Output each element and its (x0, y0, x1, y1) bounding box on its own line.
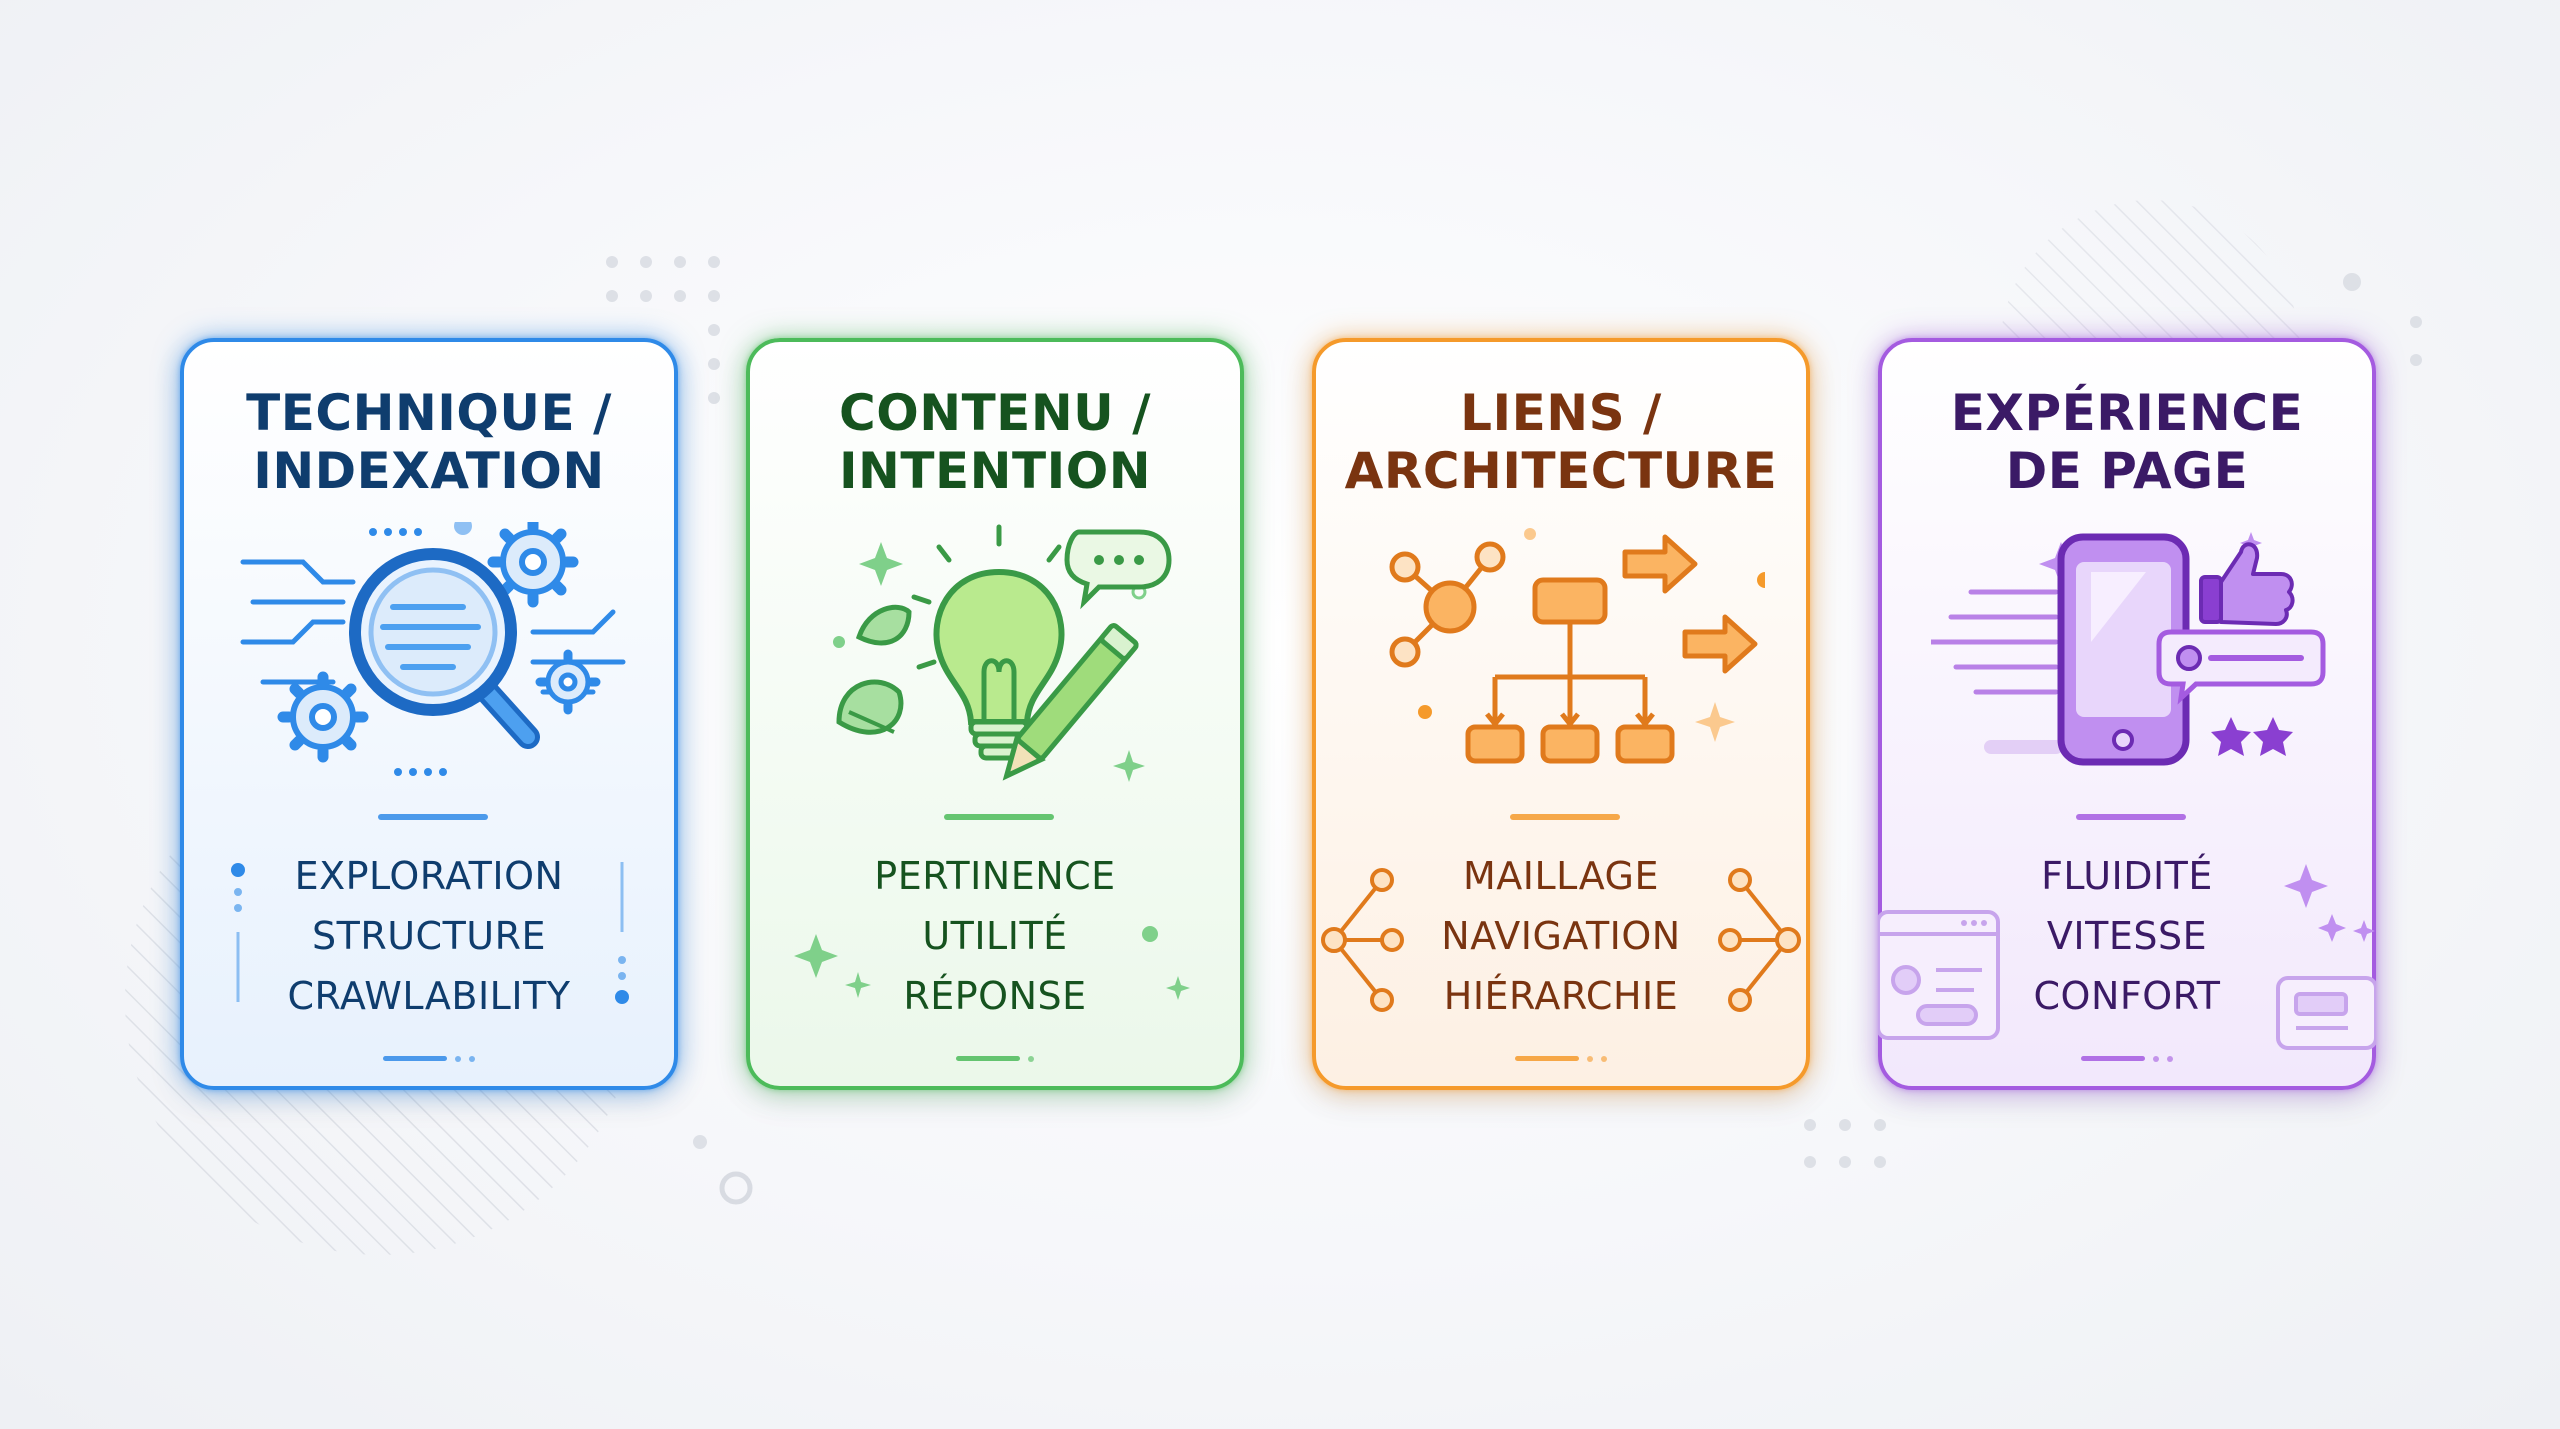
sitemap-icon (1485, 620, 1655, 729)
card-title-line2: ARCHITECTURE (1344, 442, 1778, 500)
card-liens: LIENS / ARCHITECTURE (1312, 338, 1810, 1090)
footer-dot (1601, 1055, 1607, 1062)
card-footer (1316, 1048, 1806, 1062)
keyword: CRAWLABILITY (287, 974, 571, 1018)
keyword: VITESSE (2046, 914, 2208, 958)
arrow-right-icon (1622, 534, 1758, 674)
keyword: HIÉRARCHIE (1443, 974, 1679, 1018)
footer-dot (455, 1055, 461, 1062)
card-title-line1: TECHNIQUE / (246, 384, 612, 442)
sparkle-icon (859, 542, 1145, 782)
footer-dot (1587, 1055, 1593, 1062)
speech-bubble-icon (1064, 529, 1172, 610)
keyword: NAVIGATION (1441, 914, 1681, 958)
sitemap-network-icon (1389, 528, 1765, 764)
keyword: PERTINENCE (874, 854, 1116, 898)
card-title-line1: EXPÉRIENCE (1950, 384, 2304, 442)
card-experience: EXPÉRIENCE DE PAGE (1878, 338, 2376, 1090)
card-keywords: MAILLAGE NAVIGATION HIÉRARCHIE (1316, 846, 1806, 1026)
star-icon (2211, 717, 2293, 756)
keyword: MAILLAGE (1463, 854, 1659, 898)
thumbs-up-icon (2199, 542, 2295, 626)
keyword: RÉPONSE (903, 974, 1087, 1018)
card-title: LIENS / ARCHITECTURE (1316, 384, 1806, 500)
footer-dot (1028, 1055, 1034, 1062)
footer-line (956, 1056, 1020, 1061)
card-title-line1: CONTENU / (839, 384, 1151, 442)
card-title-line1: LIENS / (1460, 384, 1662, 442)
card-divider (1510, 814, 1620, 820)
gear-icon (535, 649, 601, 715)
card-footer (750, 1048, 1240, 1062)
magnifier-icon (349, 548, 540, 749)
dot-grid-bottom (1804, 1119, 1886, 1168)
footer-dot (2167, 1055, 2173, 1062)
gear-icon (277, 671, 369, 763)
card-footer (184, 1048, 674, 1062)
keyword: STRUCTURE (311, 914, 547, 958)
leaf-icon (836, 604, 912, 735)
card-keywords: EXPLORATION STRUCTURE CRAWLABILITY (184, 846, 674, 1026)
card-keywords: FLUIDITÉ VITESSE CONFORT (1882, 846, 2372, 1026)
footer-line (2081, 1056, 2145, 1061)
pencil-icon (1002, 623, 1139, 781)
card-contenu: CONTENU / INTENTION (746, 338, 1244, 1090)
footer-line (383, 1056, 447, 1061)
footer-dot (2153, 1055, 2159, 1062)
footer-dot (469, 1055, 475, 1062)
magnifier-gears-icon (240, 522, 626, 776)
card-divider (378, 814, 488, 820)
keyword: FLUIDITÉ (2041, 854, 2213, 898)
keyword: UTILITÉ (922, 914, 1068, 958)
footer-line (1515, 1056, 1579, 1061)
card-technique: TECHNIQUE / INDEXATION (180, 338, 678, 1090)
card-title-line2: INTENTION (838, 442, 1152, 500)
lightbulb-pencil-icon (833, 524, 1172, 782)
card-title: EXPÉRIENCE DE PAGE (1882, 384, 2372, 500)
keyword: EXPLORATION (294, 854, 564, 898)
ring-decoration (719, 1171, 753, 1205)
smartphone-icon (2057, 533, 2190, 766)
card-keywords: PERTINENCE UTILITÉ RÉPONSE (750, 846, 1240, 1026)
card-title: TECHNIQUE / INDEXATION (184, 384, 674, 500)
card-footer (1882, 1048, 2372, 1062)
network-icon (1389, 541, 1506, 668)
card-title-line2: DE PAGE (2005, 442, 2249, 500)
card-title-line2: INDEXATION (253, 442, 605, 500)
card-divider (944, 814, 1054, 820)
smartphone-thumbs-up-icon (1931, 532, 2326, 766)
keyword: CONFORT (2033, 974, 2221, 1018)
card-divider (2076, 814, 2186, 820)
card-title: CONTENU / INTENTION (750, 384, 1240, 500)
gear-icon (487, 522, 579, 608)
chat-card-icon (2156, 629, 2326, 705)
